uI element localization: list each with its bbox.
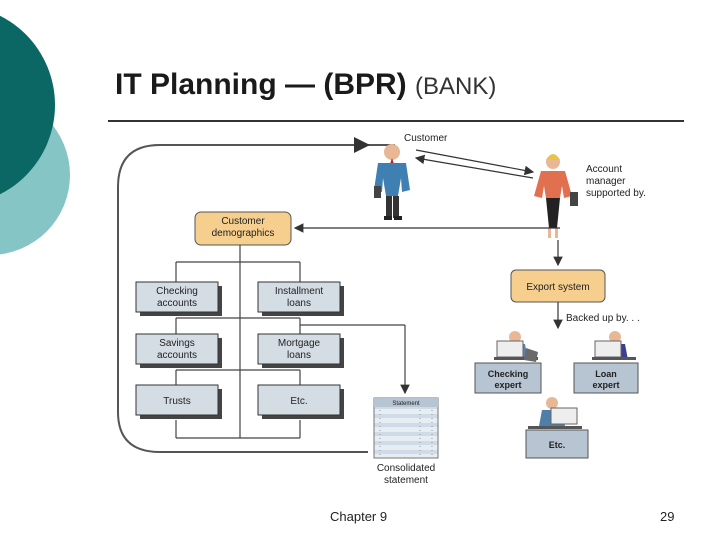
customer-demographics-box: Customer demographics bbox=[194, 211, 292, 246]
account-manager-line: supported by. bbox=[586, 188, 646, 199]
account-manager-line: manager bbox=[586, 176, 626, 187]
arrow-to-customer bbox=[414, 154, 534, 179]
export-system-label: Export system bbox=[526, 282, 589, 293]
account-box-line: accounts bbox=[157, 350, 197, 361]
title-divider bbox=[108, 120, 684, 122]
account-box: Checking accounts bbox=[135, 281, 222, 316]
checking-expert-box: Checking expert bbox=[474, 362, 542, 394]
account-box-line: loans bbox=[287, 298, 311, 309]
account-box: Savings accounts bbox=[135, 333, 222, 368]
account-box: Etc. bbox=[257, 384, 344, 419]
expert-label: Checking bbox=[488, 369, 529, 379]
expert-label: Loan bbox=[595, 369, 617, 379]
account-box-line: Etc. bbox=[290, 396, 307, 407]
loan-expert-box: Loan expert bbox=[573, 362, 639, 394]
statement-header: Statement bbox=[392, 401, 420, 407]
account-box-line: accounts bbox=[157, 298, 197, 309]
etc-expert-figure bbox=[528, 397, 582, 429]
checking-expert-figure bbox=[494, 331, 538, 362]
flow-loop-line bbox=[117, 144, 395, 453]
backed-up-label: Backed up by. . . bbox=[566, 313, 640, 324]
expert-label: expert bbox=[494, 380, 521, 390]
account-box-line: Mortgage bbox=[278, 338, 321, 349]
demographics-line: Customer bbox=[221, 216, 265, 227]
footer-chapter: Chapter 9 bbox=[330, 509, 388, 524]
expert-label: Etc. bbox=[549, 440, 566, 450]
customer-label: Customer bbox=[404, 133, 448, 144]
consolidated-label: statement bbox=[384, 475, 428, 486]
arrow-to-manager bbox=[415, 149, 535, 176]
account-box: Installment loans bbox=[257, 281, 344, 316]
account-box-line: Trusts bbox=[163, 396, 190, 407]
account-manager-line: Account bbox=[586, 164, 622, 175]
customer-figure bbox=[374, 144, 410, 220]
title-sub: (BANK) bbox=[415, 73, 497, 100]
account-manager-figure bbox=[534, 154, 578, 238]
account-box-line: loans bbox=[287, 350, 311, 361]
title-main: IT Planning — (BPR) bbox=[115, 68, 407, 101]
tree-connectors bbox=[175, 245, 301, 439]
account-box-line: Installment bbox=[275, 286, 324, 297]
account-box-line: Savings bbox=[159, 338, 195, 349]
consolidated-statement-doc: Statement bbox=[373, 397, 439, 459]
account-box-line: Checking bbox=[156, 286, 198, 297]
expert-label: expert bbox=[592, 380, 619, 390]
account-box: Trusts bbox=[135, 384, 222, 419]
page-number: 29 bbox=[660, 509, 675, 524]
decor-dark-circle bbox=[0, 15, 55, 195]
demographics-line: demographics bbox=[212, 228, 275, 239]
export-system-box: Export system bbox=[510, 269, 606, 303]
account-manager-label: Account manager supported by. bbox=[586, 164, 646, 199]
slide-title: IT Planning — (BPR) (BANK) bbox=[115, 68, 496, 102]
etc-expert-box: Etc. bbox=[525, 429, 589, 459]
account-box: Mortgage loans bbox=[257, 333, 344, 368]
loan-expert-figure bbox=[592, 331, 636, 360]
consolidated-label: Consolidated bbox=[377, 463, 435, 474]
